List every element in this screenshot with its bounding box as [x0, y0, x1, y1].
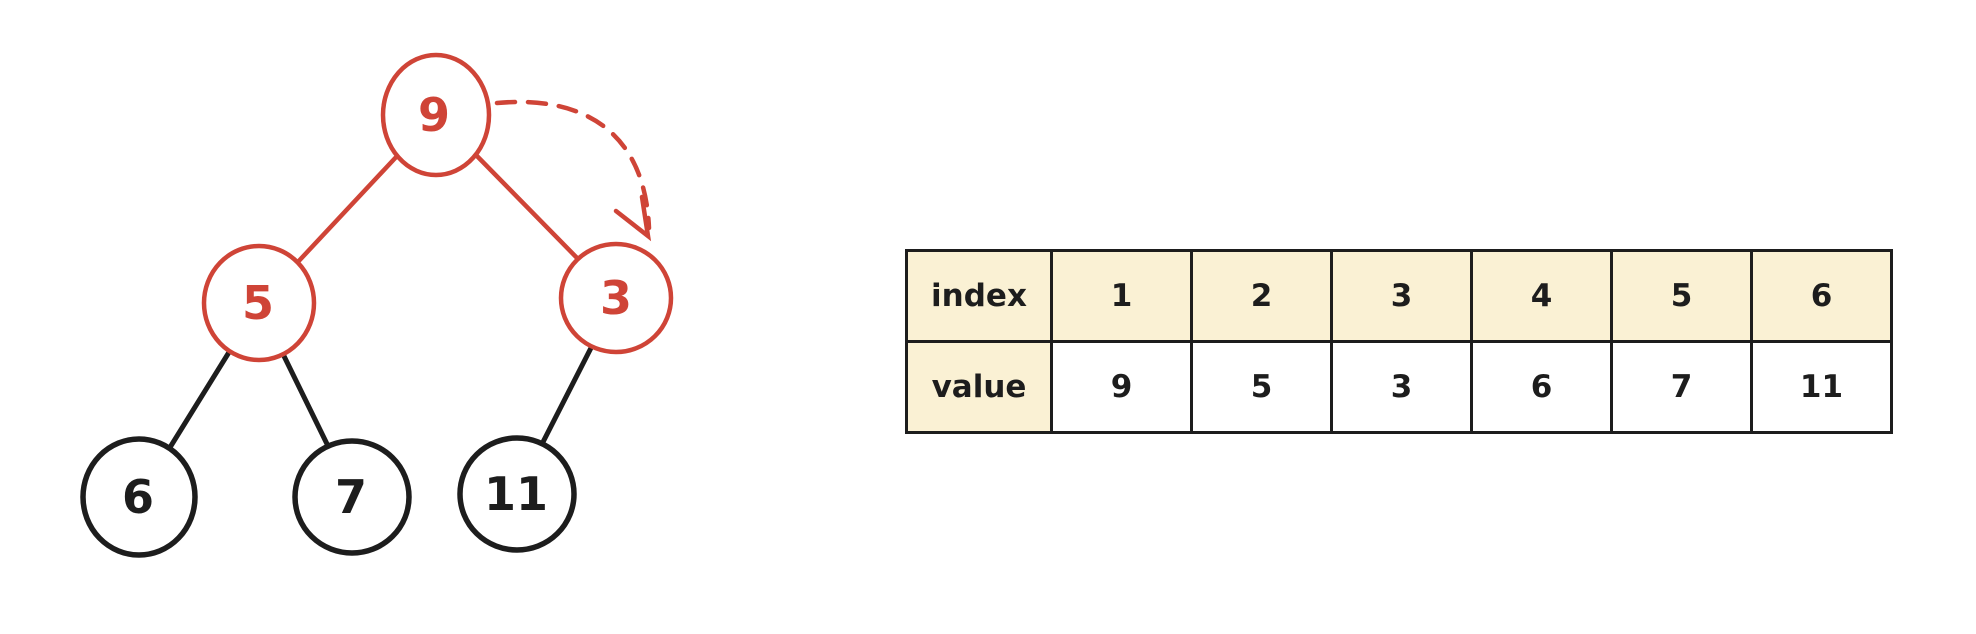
tree-node-6-label: 6	[122, 470, 154, 524]
tree-node-7-label: 7	[335, 470, 367, 524]
value-cell-4: 6	[1470, 340, 1613, 434]
index-row-label: index	[905, 249, 1053, 343]
value-cell-5: 7	[1610, 340, 1753, 434]
tree-edge-5-6	[166, 346, 234, 452]
tree-node-3: 3	[558, 241, 674, 355]
index-cell-2: 2	[1190, 249, 1333, 343]
tree-node-9: 9	[380, 52, 492, 178]
tree-node-6: 6	[80, 436, 198, 558]
tree-node-5: 5	[201, 243, 317, 363]
value-cell-2: 5	[1190, 340, 1333, 434]
value-row: value 9 5 3 6 7 11	[905, 340, 1893, 434]
tree-node-11: 11	[457, 435, 577, 553]
tree-edge-9-5	[293, 152, 401, 267]
tree-node-11-label: 11	[484, 467, 548, 521]
index-cell-3: 3	[1330, 249, 1473, 343]
value-cell-6: 11	[1750, 340, 1893, 434]
tree-node-7: 7	[292, 438, 412, 556]
value-cell-1: 9	[1050, 340, 1193, 434]
binary-tree-diagram: 9 5 3 6 7 11	[80, 52, 674, 558]
swap-dashed-arrow	[494, 99, 652, 231]
swap-arrowhead-icon	[613, 194, 652, 242]
tree-edge-5-7	[279, 349, 331, 449]
index-cell-1: 1	[1050, 249, 1193, 343]
value-cell-3: 3	[1330, 340, 1473, 434]
index-cell-4: 4	[1470, 249, 1613, 343]
index-cell-6: 6	[1750, 249, 1893, 343]
tree-node-9-label: 9	[418, 88, 450, 142]
value-row-label: value	[905, 340, 1053, 434]
tree-edge-3-11	[539, 341, 596, 447]
tree-node-3-label: 3	[600, 271, 632, 325]
tree-node-5-label: 5	[242, 276, 274, 330]
tree-edge-9-3	[472, 151, 583, 264]
index-row: index 1 2 3 4 5 6	[905, 249, 1893, 343]
index-cell-5: 5	[1610, 249, 1753, 343]
array-table: index 1 2 3 4 5 6 value 9 5 3 6 7 11	[905, 249, 1893, 434]
